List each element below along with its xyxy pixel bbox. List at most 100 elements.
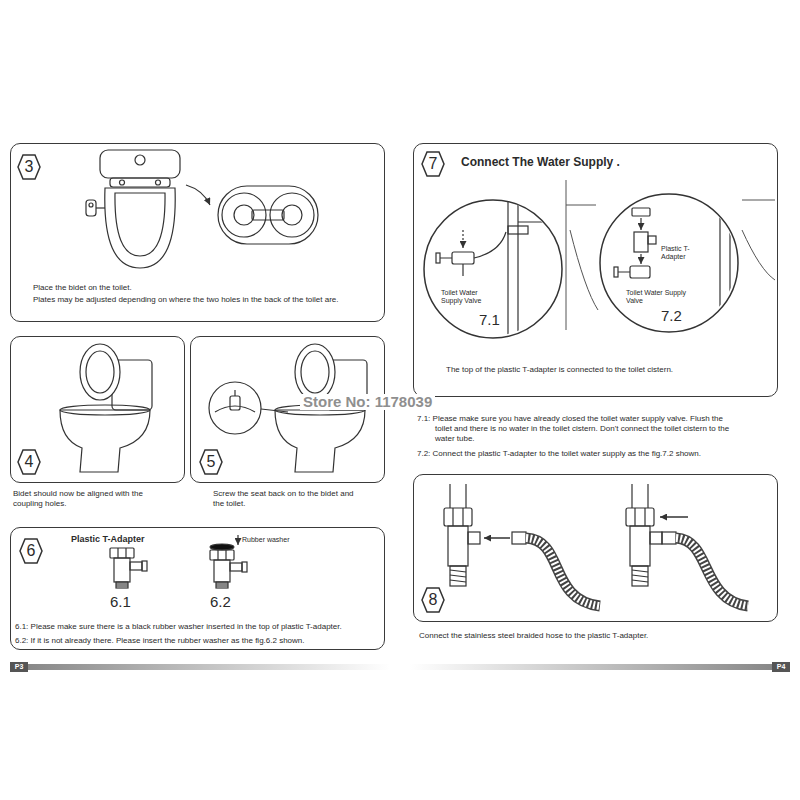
toilet-outline xyxy=(566,180,567,330)
toilet-outline xyxy=(566,180,775,330)
instruction-text: Plates may be adjusted depending on wher… xyxy=(33,295,378,305)
toilet-front-view xyxy=(135,155,145,165)
t-adapter xyxy=(230,563,242,571)
t-adapter-pipe xyxy=(650,532,662,544)
note-text: 7.2: Connect the plastic T-adapter to th… xyxy=(417,449,772,459)
step-number: 3 xyxy=(17,154,41,180)
t-adapter xyxy=(225,550,226,560)
zoom-arrow xyxy=(186,185,210,205)
t-adapter-pipe xyxy=(626,508,654,526)
mounting-plates-detail xyxy=(270,193,314,237)
toilet-side-view xyxy=(86,351,114,393)
toilet-front-view xyxy=(115,193,165,256)
t-adapter-detail xyxy=(648,236,656,244)
callout-label: Rubber washer xyxy=(242,536,302,544)
supply-valve-detail xyxy=(474,232,506,258)
toilet-front-view xyxy=(86,150,180,268)
toilet-side-view xyxy=(60,410,150,472)
panel-heading: Connect The Water Supply . xyxy=(461,155,721,169)
connect-arrow xyxy=(660,516,688,518)
t-adapter-detail xyxy=(614,192,730,332)
t-adapter-pipe xyxy=(462,508,463,526)
t-adapter xyxy=(210,544,234,550)
figure-number: 6.2 xyxy=(210,593,231,611)
hexagon-outline xyxy=(18,155,40,179)
t-adapter xyxy=(116,582,128,588)
t-adapter xyxy=(216,585,228,586)
page-bar xyxy=(772,662,790,672)
hexagon-outline xyxy=(20,539,42,563)
hexagon-outline xyxy=(18,450,40,474)
t-adapter-detail xyxy=(630,266,650,278)
t-adapter xyxy=(110,548,147,588)
t-adapter-pipe xyxy=(444,484,480,586)
t-adapter-pipe xyxy=(632,566,648,586)
mounting-plates-detail xyxy=(218,186,318,244)
supply-valve-detail xyxy=(508,226,528,234)
toilet-front-view xyxy=(105,188,175,268)
supply-valve-detail xyxy=(452,252,474,264)
callout-label: Plastic T-Adapter xyxy=(661,245,713,261)
step-number: 8 xyxy=(421,587,445,613)
step-panel: Connect the stainless steel braided hose… xyxy=(413,474,778,622)
toilet-side-view xyxy=(301,351,329,393)
panel-heading: Plastic T-Adapter xyxy=(71,534,191,545)
braided-hose xyxy=(512,532,600,606)
t-adapter-pipe xyxy=(647,484,648,508)
step-number: 7 xyxy=(421,151,445,177)
screw-detail xyxy=(209,382,288,434)
t-adapter-detail xyxy=(640,254,641,264)
t-adapter xyxy=(216,582,228,588)
instruction-text: Connect the stainless steel braided hose… xyxy=(419,631,779,641)
supply-valve-detail xyxy=(440,257,452,258)
page-number: P3 xyxy=(10,662,28,672)
supply-valve-detail xyxy=(507,198,508,338)
t-adapter-detail xyxy=(640,218,641,230)
circle-outline xyxy=(600,194,738,332)
t-adapter-pipe xyxy=(450,580,466,582)
toilet-outline xyxy=(742,200,775,201)
t-adapter xyxy=(130,562,142,570)
instruction-text: The top of the plastic T-adapter is conn… xyxy=(446,365,696,375)
t-adapter xyxy=(210,550,234,560)
toilet-outline xyxy=(566,205,596,206)
mounting-plates-detail xyxy=(252,210,284,220)
step-number: 8 xyxy=(421,587,445,613)
figure-number: 6.1 xyxy=(110,593,131,611)
circle-outline xyxy=(424,200,562,338)
toilet-side-view xyxy=(60,344,152,472)
braided-hose xyxy=(526,538,600,606)
step-number: 4 xyxy=(17,449,41,475)
t-adapter-pipe xyxy=(634,508,635,526)
t-adapter-detail xyxy=(618,271,630,272)
step-number: 5 xyxy=(199,449,223,475)
toilet-front-view xyxy=(100,150,180,178)
zoom-arrow xyxy=(186,185,210,205)
t-adapter-pipe xyxy=(450,566,466,586)
watermark: Store No: 1178039 xyxy=(300,394,435,410)
washer-arrow xyxy=(237,535,238,545)
t-adapter-pipe xyxy=(632,580,648,582)
step-number: 6 xyxy=(19,538,43,564)
mounting-plates-detail xyxy=(222,193,266,237)
t-adapter xyxy=(110,548,134,558)
t-adapter-detail xyxy=(614,267,618,277)
t-adapter-pipe xyxy=(448,526,468,566)
step-number: 6 xyxy=(19,538,43,564)
mounting-plates-detail xyxy=(234,205,254,225)
supply-valve-detail xyxy=(462,230,463,248)
step-panel: Connect The Water Supply . The top of the… xyxy=(413,143,778,397)
t-adapter xyxy=(114,558,130,582)
step-number: 4 xyxy=(17,449,41,475)
step-panel: Plastic T-Adapter6.1: Please make sure t… xyxy=(10,527,385,650)
mounting-plates-detail xyxy=(282,205,302,225)
toilet-front-view xyxy=(156,180,161,185)
step-number: 5 xyxy=(199,449,223,475)
t-adapter-pipe xyxy=(644,508,645,526)
connect-arrow xyxy=(660,516,688,518)
toilet-side-view xyxy=(80,344,120,400)
figure-number: 7.1 xyxy=(479,311,509,329)
step-number: 7 xyxy=(421,151,445,177)
t-adapter-pipe xyxy=(444,508,472,526)
